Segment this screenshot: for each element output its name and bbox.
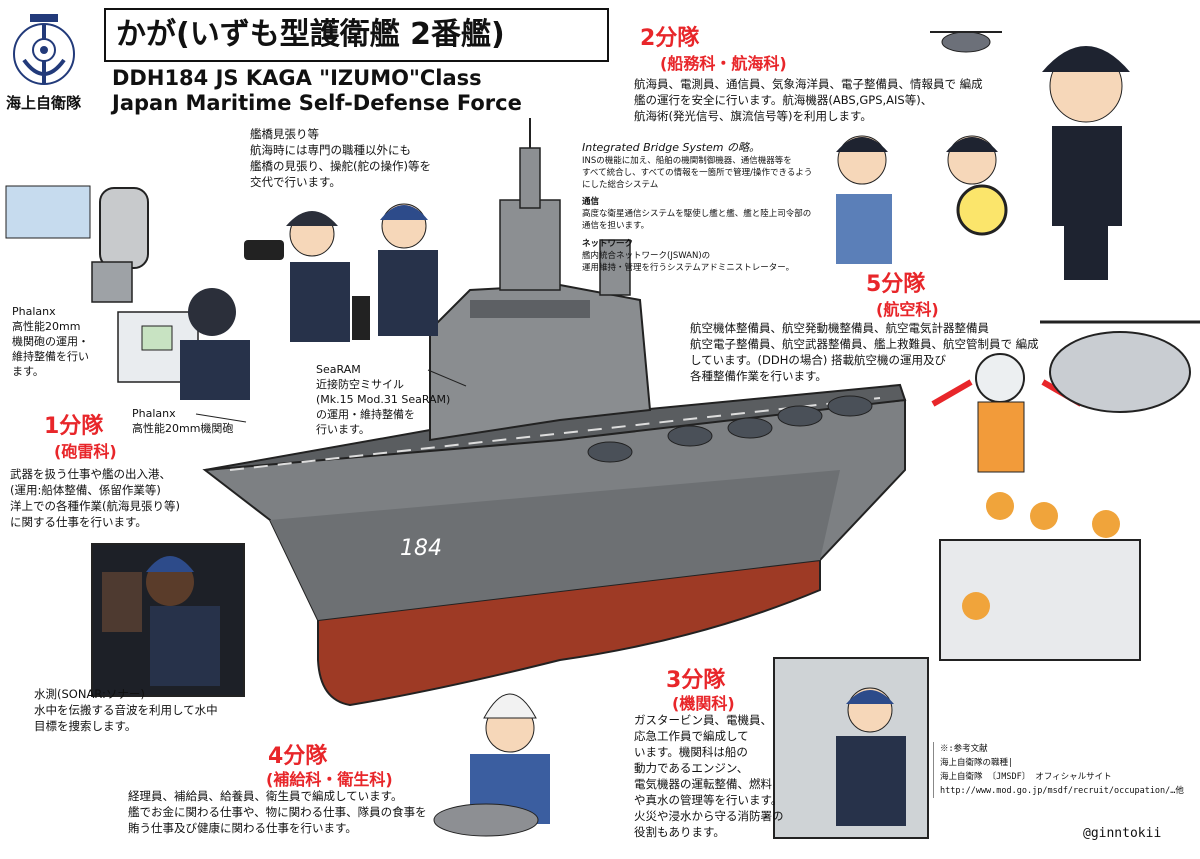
division-1-dept: (砲雷科) <box>54 442 117 461</box>
note-line: 航海時には専門の職種以外にも <box>250 143 411 157</box>
note-line: 交代で行います。 <box>250 175 341 189</box>
division-5-dept: (航空科) <box>876 300 939 319</box>
note-line: 艦橋の見張り、操舵(舵の操作)等を <box>250 159 432 173</box>
desc-line: に関する仕事を行います。 <box>10 515 147 529</box>
network-title: ネットワーク <box>582 239 634 249</box>
division-2-dept: (船務科・航海科) <box>660 54 787 73</box>
note-line: Phalanx <box>12 305 56 318</box>
jmsdf-label: 海上自衛隊 <box>6 94 82 112</box>
note-line: ます。 <box>12 365 44 378</box>
desc-line: 武器を扱う仕事や艦の出入港、 <box>10 467 171 481</box>
note-line: すべて統合し、すべての情報を一箇所で管理/操作できるよう <box>582 168 813 178</box>
note-line: 目標を捜索します。 <box>34 719 137 733</box>
comm-title: 通信 <box>582 197 600 207</box>
hull-number: 184 <box>400 536 442 561</box>
note-line: 高性能20mm機関砲 <box>132 422 234 435</box>
note-line: 機関砲の運用・ <box>12 335 89 348</box>
ibs-title: Integrated Bridge System の略。 <box>582 141 760 154</box>
note-line: 近接防空ミサイル <box>316 378 404 391</box>
note-line: 高性能20mm <box>12 320 81 333</box>
desc-line: 賄う仕事及び健康に関わる仕事を行います。 <box>128 821 357 835</box>
division-3-name: 3分隊 <box>666 668 726 693</box>
ship-kaga-illustration: 184 <box>202 118 907 707</box>
ref-line: http://www.mod.go.jp/msdf/recruit/occupa… <box>940 786 1184 796</box>
desc-line: しています。(DDHの場合) 搭載航空機の運用及び <box>690 353 946 367</box>
division-3-dept: (機関科) <box>672 694 735 713</box>
network-note: ネットワーク 艦内統合ネットワーク(JSWAN)の 運用維持・管理を行うシステム… <box>582 238 794 274</box>
note-line: 艦橋見張り等 <box>250 127 319 141</box>
note-line: (Mk.15 Mod.31 SeaRAM) <box>316 393 451 406</box>
ship-designation: DDH184 JS KAGA "IZUMO"Class <box>112 66 482 90</box>
ibs-note: Integrated Bridge System の略。 INSの機能に加え、船… <box>582 140 812 191</box>
phalanx-note: Phalanx 高性能20mm 機関砲の運用・ 維持整備を行い ます。 <box>12 304 89 379</box>
desc-line: います。機関科は船の <box>634 745 748 759</box>
desc-line: 経理員、補給員、給養員、衛生員で編成しています。 <box>128 789 403 803</box>
desc-line: ガスタービン員、電機員、 <box>634 713 772 727</box>
division-5-name: 5分隊 <box>866 272 926 297</box>
note-line: SeaRAM <box>316 363 361 376</box>
desc-line: 各種整備作業を行います。 <box>690 369 827 383</box>
desc-line: や真水の管理等を行います。 <box>634 793 783 807</box>
sonar-note: 水測(SONAR:ソナー) 水中を伝搬する音波を利用して水中 目標を捜索します。 <box>34 686 218 734</box>
crew-illustrations <box>5 31 1200 839</box>
desc-line: 動力であるエンジン、 <box>634 761 749 775</box>
reference-note: ※:参考文献 海上自衛隊の職種| 海上自衛隊 〔JMSDF〕 オフィシャルサイト… <box>933 742 1200 798</box>
note-line: 艦内統合ネットワーク(JSWAN)の <box>582 251 711 261</box>
division-3-desc: ガスタービン員、電機員、 応急工作員で編成して います。機関科は船の 動力である… <box>634 712 784 840</box>
note-line: の運用・維持整備を <box>316 408 415 421</box>
desc-line: 電気機器の運転整備、燃料 <box>634 777 772 791</box>
desc-line: 航空電子整備員、航空武器整備員、艦上救難員、航空管制員で 編成 <box>690 337 1039 351</box>
desc-line: 艦の運行を安全に行います。航海機器(ABS,GPS,AIS等)、 <box>634 93 933 107</box>
comm-note: 通信 高度な衛星通信システムを駆使し艦と艦、艦と陸上司令部の 通信を担います。 <box>582 196 811 232</box>
searam-note: SeaRAM 近接防空ミサイル (Mk.15 Mod.31 SeaRAM) の運… <box>316 362 450 437</box>
note-line: Phalanx <box>132 407 176 420</box>
division-2-desc: 航海員、電測員、通信員、気象海洋員、電子整備員、情報員で 編成 艦の運行を安全に… <box>634 76 983 124</box>
desc-line: 航空機体整備員、航空発動機整備員、航空電気計器整備員 <box>690 321 989 335</box>
division-4-name: 4分隊 <box>268 744 328 769</box>
desc-line: 役割もあります。 <box>634 825 725 839</box>
note-line: 運用維持・管理を行うシステムアドミニストレーター。 <box>582 263 795 273</box>
note-line: 通信を担います。 <box>582 221 650 231</box>
division-2-name: 2分隊 <box>640 26 700 51</box>
ref-line: ※:参考文献 <box>940 744 988 754</box>
division-1-desc: 武器を扱う仕事や艦の出入港、 (運用:船体整備、係留作業等) 洋上での各種作業(… <box>10 466 180 530</box>
jmsdf-emblem-icon <box>13 14 75 85</box>
division-4-dept: (補給科・衛生科) <box>266 770 393 789</box>
note-line: 維持整備を行い <box>12 350 89 363</box>
division-5-desc: 航空機体整備員、航空発動機整備員、航空電気計器整備員 航空電子整備員、航空武器整… <box>690 320 1039 384</box>
division-4-desc: 経理員、補給員、給養員、衛生員で編成しています。 艦でお金に関わる仕事や、物に関… <box>128 788 427 836</box>
note-line: 高度な衛星通信システムを駆使し艦と艦、艦と陸上司令部の <box>582 209 812 219</box>
desc-line: 洋上での各種作業(航海見張り等) <box>10 499 180 513</box>
desc-line: 航海術(発光信号、旗流信号等)を利用します。 <box>634 109 872 123</box>
page-title: かが(いずも型護衛艦 2番艦) <box>104 8 609 62</box>
division-1-name: 1分隊 <box>44 414 104 439</box>
desc-line: 艦でお金に関わる仕事や、物に関わる仕事、隊員の食事を <box>128 805 427 819</box>
ref-line: 海上自衛隊 〔JMSDF〕 オフィシャルサイト <box>940 772 1112 782</box>
note-line: 水測(SONAR:ソナー) <box>34 687 145 701</box>
desc-line: 火災や浸水から守る消防署の <box>634 809 784 823</box>
note-line: INSの機能に加え、船舶の機関制御機器、通信機器等を <box>582 156 792 166</box>
note-line: 水中を伝搬する音波を利用して水中 <box>34 703 218 717</box>
note-line: 行います。 <box>316 423 370 436</box>
desc-line: 航海員、電測員、通信員、気象海洋員、電子整備員、情報員で 編成 <box>634 77 983 91</box>
ship-navy: Japan Maritime Self-Defense Force <box>112 91 522 115</box>
note-line: にした総合システム <box>582 180 659 190</box>
phalanx-ship-note: Phalanx 高性能20mm機関砲 <box>132 406 233 436</box>
desc-line: 応急工作員で編成して <box>634 729 749 743</box>
artist-credit: @ginntokii <box>1083 826 1162 841</box>
ref-line: 海上自衛隊の職種| <box>940 758 1014 768</box>
bridge-watch-note: 艦橋見張り等 航海時には専門の職種以外にも 艦橋の見張り、操舵(舵の操作)等を … <box>250 126 431 190</box>
desc-line: (運用:船体整備、係留作業等) <box>10 483 161 497</box>
